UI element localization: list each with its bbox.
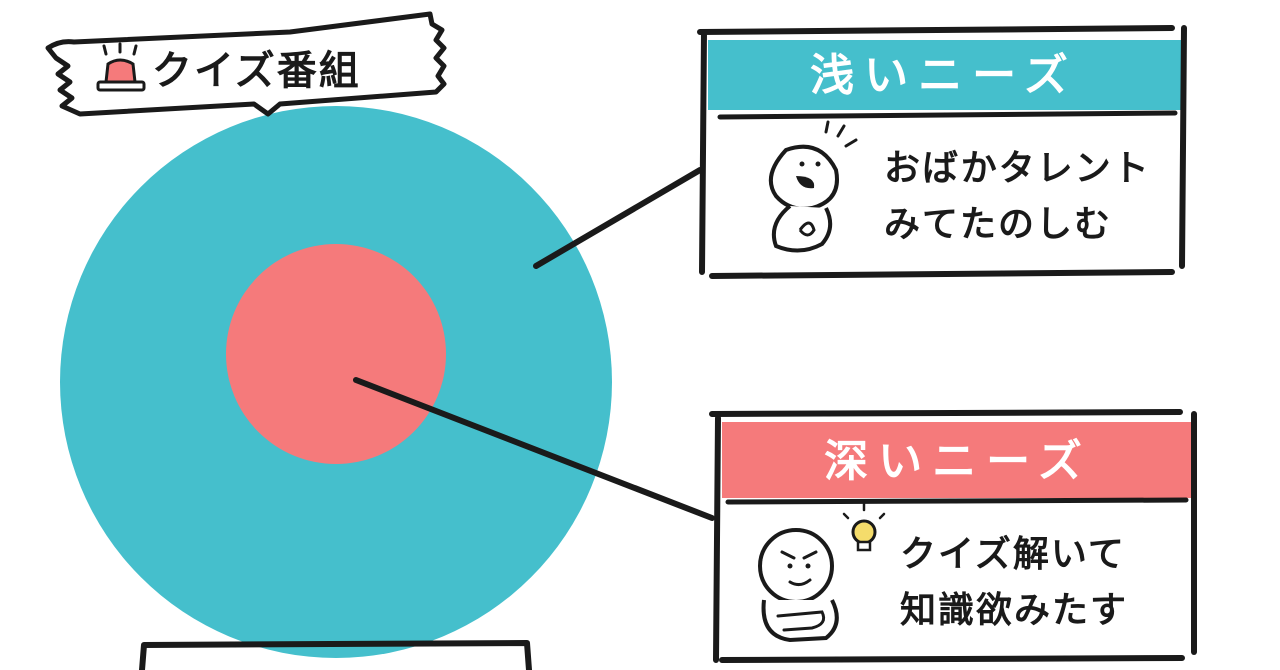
laughing-person-icon (768, 120, 858, 253)
deep-line2: 知識欲みたす (900, 590, 1128, 631)
connector-deep (353, 377, 715, 521)
deep-header-band (722, 422, 1192, 498)
deep-line1: クイズ解いて (900, 533, 1126, 575)
siren-icon (96, 42, 146, 92)
shallow-needs-panel: 浅いニーズ おばかタレント みてたのしむ (697, 25, 1187, 279)
thinking-person-icon (758, 528, 839, 643)
inner-circle (226, 244, 446, 464)
title-tag: クイズ番組 (45, 11, 447, 117)
deep-header-text: 深いニーズ (824, 436, 1092, 487)
shallow-header-band (708, 40, 1182, 110)
connector-shallow (533, 167, 703, 269)
title-tag-shape (45, 11, 447, 117)
lightbulb-icon (842, 502, 886, 552)
shallow-header-text: 浅いニーズ (810, 50, 1078, 101)
title-tag-text: クイズ番組 (152, 48, 361, 94)
deep-needs-panel: 深いニーズ クイズ解いて 知識欲みたす (709, 409, 1197, 663)
shallow-line2: みてたのしむ (884, 204, 1112, 245)
bottom-bracket (139, 640, 532, 670)
shallow-line1: おばかタレント (884, 148, 1151, 189)
